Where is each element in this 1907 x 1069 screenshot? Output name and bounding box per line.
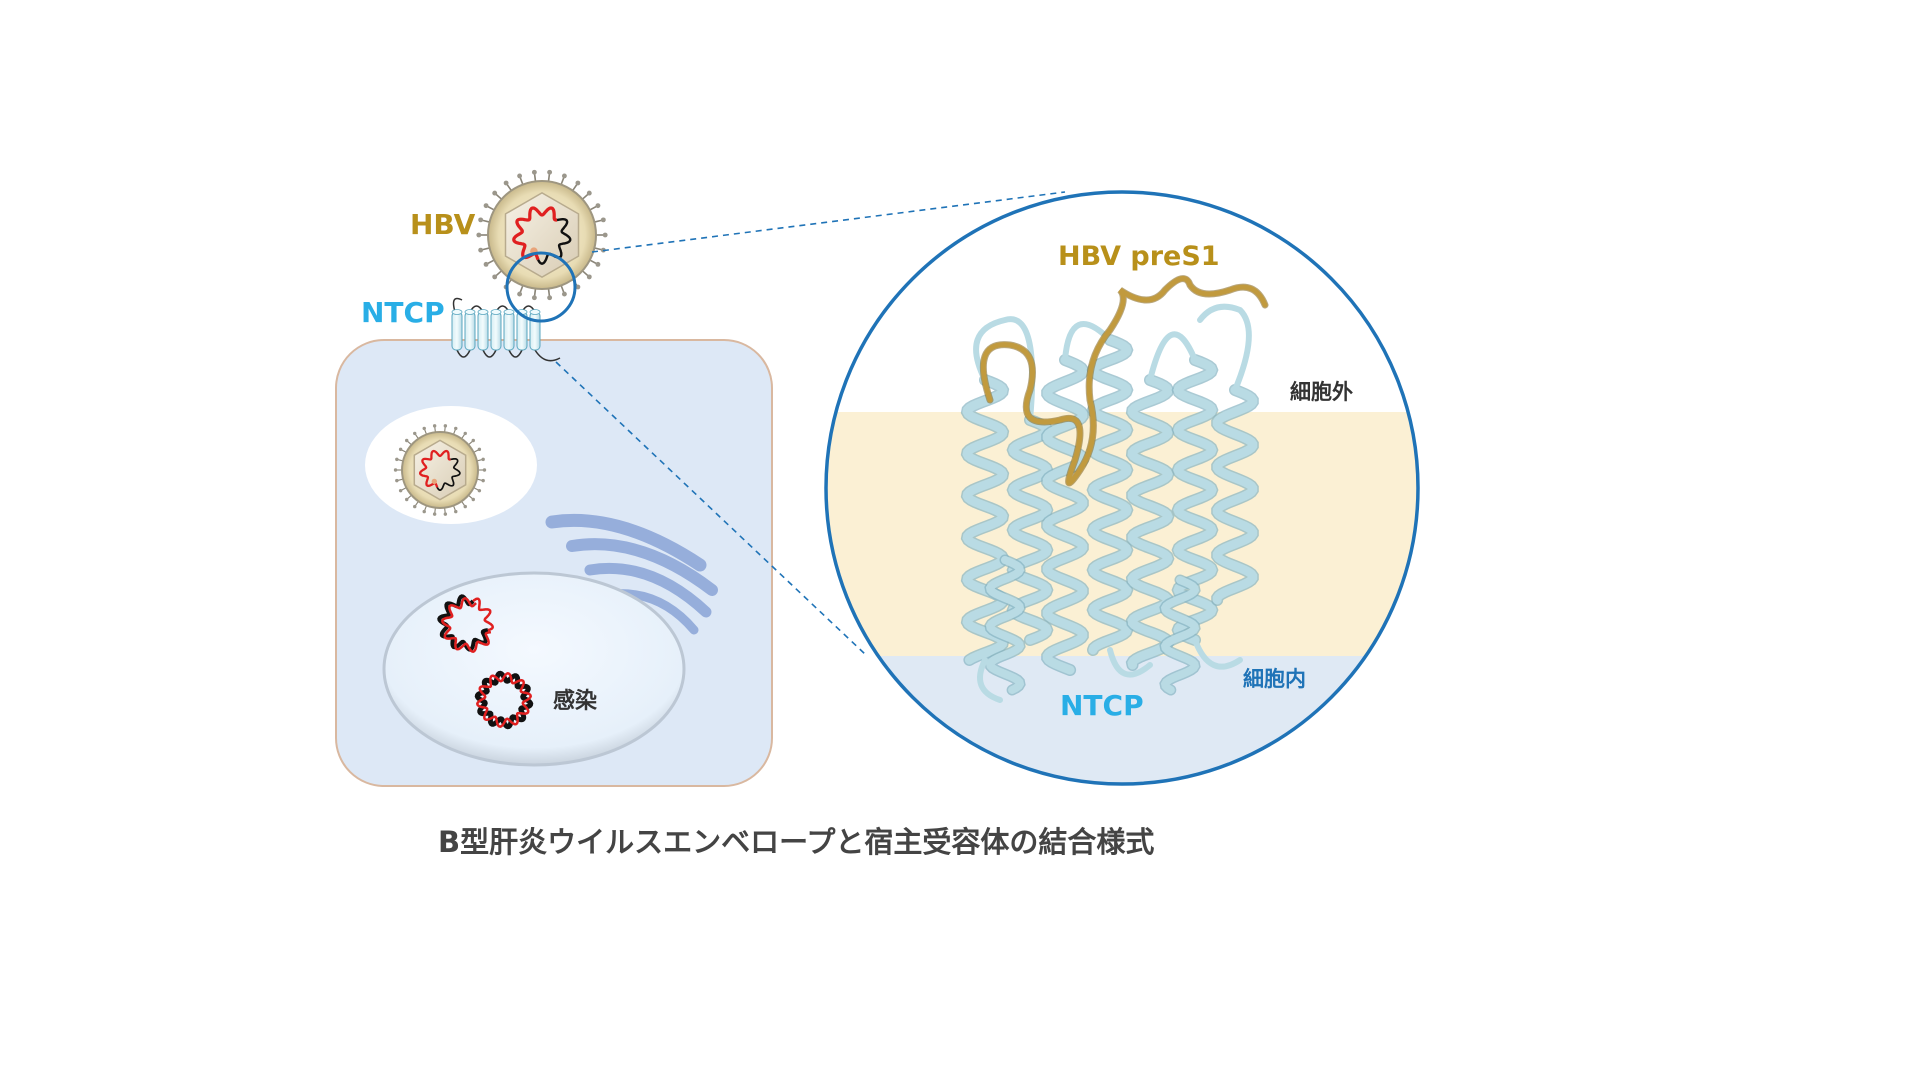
protein-structure-icon (960, 275, 1269, 703)
zoom-circle (824, 190, 1420, 786)
viral-dna-icon (437, 594, 494, 654)
infection-label: 感染 (553, 688, 597, 714)
intracellular-label: 細胞内 (1243, 667, 1306, 691)
endosome-virion-icon (393, 424, 487, 516)
extracellular-label: 細胞外 (1290, 380, 1353, 404)
cccdna-icon (474, 670, 534, 730)
hbv-virion-icon (476, 169, 608, 301)
projection-line-top (591, 191, 1066, 253)
nucleus (382, 571, 686, 767)
ntcp-label-left: NTCP (361, 296, 445, 329)
ntcp-label-right: NTCP (1060, 689, 1144, 722)
membrane-band (826, 412, 1418, 656)
projection-line-bottom (555, 361, 867, 656)
hbv-pres1-label: HBV preS1 (1058, 241, 1220, 272)
ntcp-receptor-icon (451, 297, 561, 362)
zoom-source-circle (505, 251, 577, 323)
figure-caption: B型肝炎ウイルスエンベロープと宿主受容体の結合様式 (438, 825, 1154, 859)
hbv-label: HBV (410, 208, 476, 241)
